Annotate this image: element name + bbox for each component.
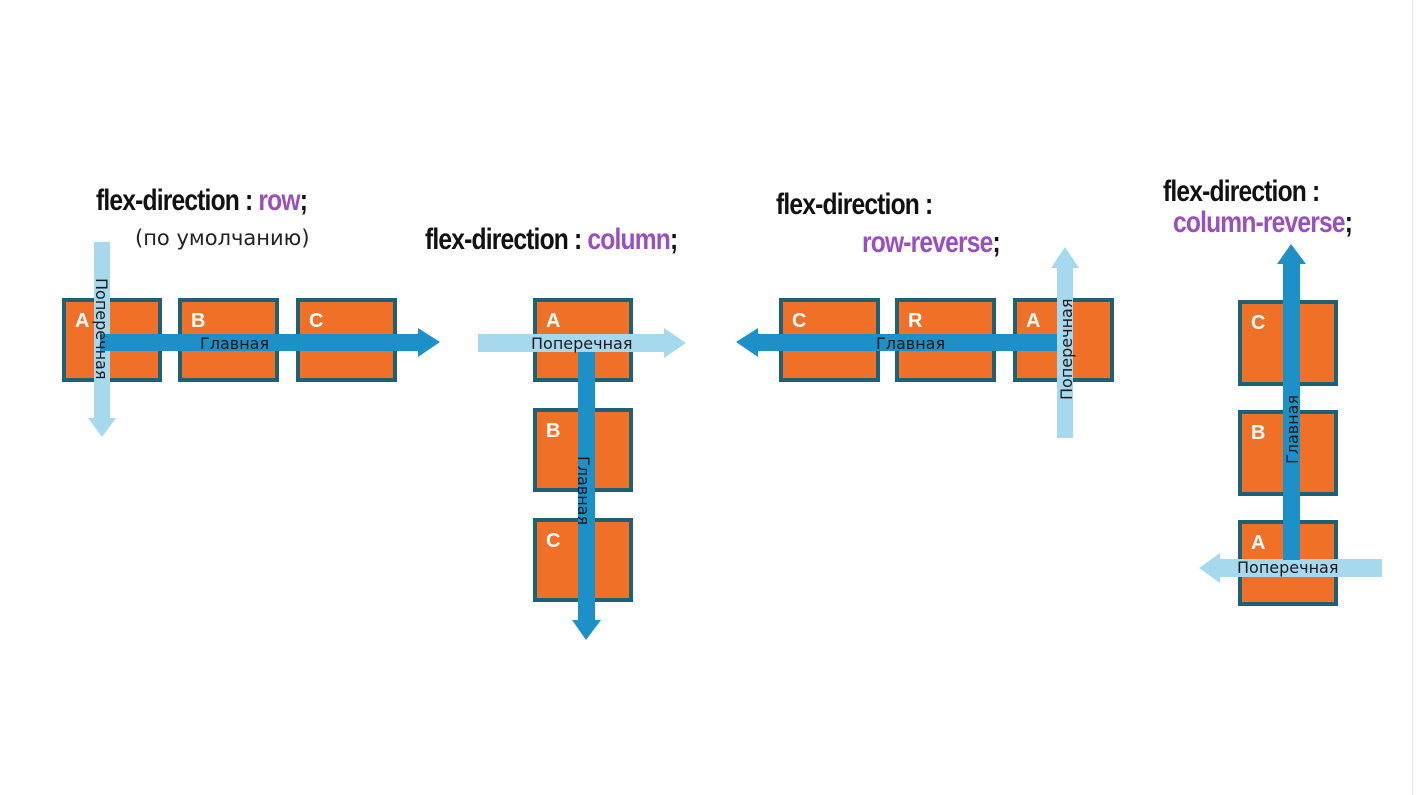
title-column-reverse-colon: : <box>1312 175 1320 208</box>
column-reverse-cross-axis-arrow <box>1199 553 1382 583</box>
column-reverse-main-axis-label: Главная <box>1283 395 1302 464</box>
column-item-1-label: A <box>546 310 561 332</box>
title-column-reverse-property-line: flex-direction : <box>1163 175 1320 209</box>
title-row-colon: : <box>245 184 253 217</box>
column-reverse-item-3-label: A <box>1251 532 1266 554</box>
row-item-3-label: C <box>309 310 324 332</box>
row-reverse-cross-axis-label: Поперечная <box>1057 299 1076 400</box>
row-reverse-main-axis-arrow <box>736 328 1064 357</box>
row-default-note: (по умолчанию) <box>135 226 310 250</box>
title-row-reverse-value-line: row-reverse; <box>862 226 1001 260</box>
title-row-value: row <box>258 184 300 217</box>
title-row-reverse-value: row-reverse <box>862 226 993 259</box>
title-column-property: flex-direction <box>425 223 569 256</box>
title-row-reverse-property: flex-direction <box>776 188 920 221</box>
column-main-axis-label: Главная <box>574 456 593 525</box>
title-column-value: column <box>587 223 670 256</box>
row-reverse-cross-axis-arrow <box>1051 247 1079 438</box>
column-reverse-item-2-label: B <box>1251 422 1266 444</box>
row-item-2-label: B <box>191 310 206 332</box>
title-row-reverse-semicolon: ; <box>992 226 1000 259</box>
column-cross-axis-label: Поперечная <box>531 334 632 353</box>
title-row-property: flex-direction <box>96 184 240 217</box>
title-row: flex-direction : row; <box>96 184 308 218</box>
row-reverse-item-2-label: R <box>908 310 923 332</box>
column-main-axis-arrow <box>572 352 601 640</box>
title-column: flex-direction : column; <box>425 223 678 257</box>
title-row-semicolon: ; <box>299 184 308 217</box>
title-row-reverse-colon: : <box>925 188 933 221</box>
row-reverse-item-3-label: A <box>1026 310 1041 332</box>
title-column-reverse-value: column-reverse <box>1173 206 1346 239</box>
row-cross-axis-label: Поперечная <box>92 278 111 379</box>
row-main-axis-arrow <box>100 328 440 357</box>
row-cross-axis-arrow <box>88 242 116 437</box>
row-main-axis-label: Главная <box>200 334 269 353</box>
column-reverse-main-axis-arrow <box>1277 244 1306 560</box>
column-item-3-label: C <box>546 530 561 552</box>
column-cross-axis-arrow <box>478 328 686 358</box>
row-reverse-item-1-label: C <box>792 310 807 332</box>
title-column-reverse-value-line: column-reverse; <box>1173 206 1353 240</box>
title-row-reverse-property-line: flex-direction : <box>776 188 933 222</box>
row-item-1-label: A <box>75 310 90 332</box>
title-column-reverse-property: flex-direction <box>1163 175 1307 208</box>
row-reverse-main-axis-label: Главная <box>876 334 945 353</box>
column-reverse-cross-axis-label: Поперечная <box>1237 558 1338 577</box>
title-column-colon: : <box>574 223 582 256</box>
column-item-2-label: B <box>546 420 561 442</box>
title-column-reverse-semicolon: ; <box>1344 206 1353 239</box>
column-reverse-item-1-label: C <box>1251 312 1266 334</box>
title-column-semicolon: ; <box>669 223 678 256</box>
